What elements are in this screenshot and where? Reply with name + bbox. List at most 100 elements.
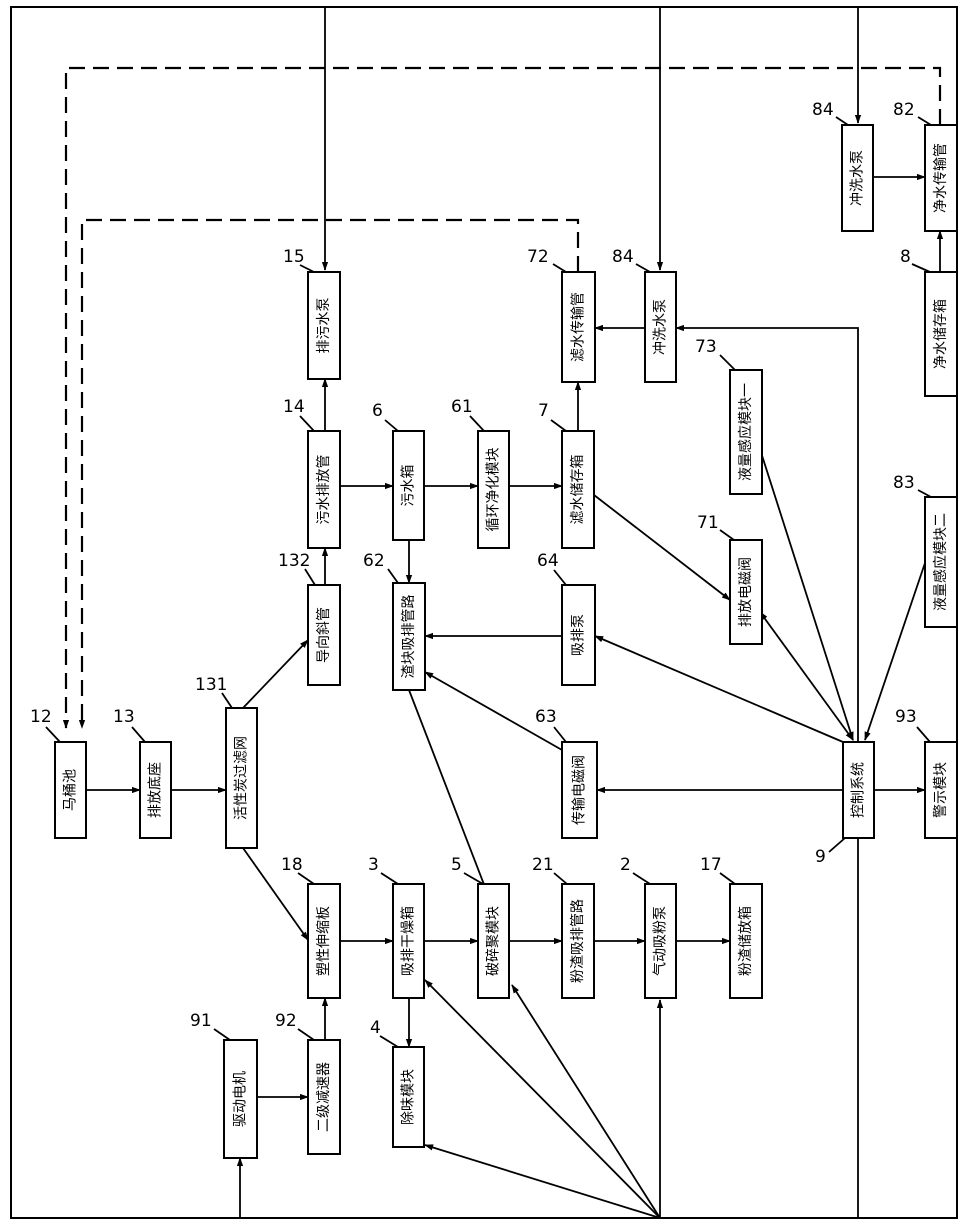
label-21: 粉渣吸排管路 <box>570 899 586 983</box>
line-fan-5 <box>512 985 660 1218</box>
number-5: 5 <box>451 855 462 875</box>
box-3-drying-box: 吸排干燥箱 3 <box>368 855 424 998</box>
number-6: 6 <box>372 401 383 421</box>
box-6-sewage-tank: 污水箱 6 <box>372 401 424 540</box>
box-4-deodor-module: 除味模块 4 <box>370 1018 424 1147</box>
label-82: 净水传输管 <box>933 143 949 213</box>
box-132-guide-pipe: 导向斜管 132 <box>278 551 340 685</box>
box-91-drive-motor: 驱动电机 91 <box>190 1011 257 1158</box>
box-93-alert-module: 警示模块 93 <box>895 707 957 838</box>
label-73: 液量感应模块一 <box>737 383 754 481</box>
box-131-carbon-filter: 活性炭过滤网 131 <box>195 675 257 848</box>
box-92-reducer: 二级减速器 92 <box>275 1011 340 1154</box>
box-17-powder-storage: 粉渣储放箱 17 <box>700 855 762 998</box>
label-8: 净水储存箱 <box>933 299 949 369</box>
label-64: 吸排泵 <box>571 614 587 656</box>
number-4: 4 <box>370 1018 381 1038</box>
box-82-clean-water-pipe: 净水传输管 82 <box>893 100 957 231</box>
label-91: 驱动电机 <box>233 1071 249 1127</box>
number-18: 18 <box>281 855 303 875</box>
label-9: 控制系统 <box>851 762 867 818</box>
label-7: 滤水储存箱 <box>570 455 586 525</box>
label-6: 污水箱 <box>401 465 417 507</box>
line-62-5 <box>409 690 490 900</box>
number-72: 72 <box>527 247 549 267</box>
line-131-132 <box>243 640 308 708</box>
outer-frame <box>11 7 957 1218</box>
box-15-sewage-pump: 排污水泵 15 <box>283 247 340 379</box>
number-2: 2 <box>620 855 631 875</box>
label-3: 吸排干燥箱 <box>401 906 417 976</box>
label-84b: 冲洗水泵 <box>653 299 669 355</box>
number-92: 92 <box>275 1011 297 1031</box>
box-63-transfer-valve: 传输电磁阀 63 <box>535 707 597 838</box>
number-14: 14 <box>283 397 305 417</box>
number-132: 132 <box>278 551 310 571</box>
number-21: 21 <box>532 855 554 875</box>
box-18-plastic-board: 塑性伸缩板 18 <box>281 855 340 998</box>
number-61: 61 <box>451 397 473 417</box>
box-71-discharge-valve: 排放电磁阀 71 <box>697 513 762 644</box>
label-15: 排污水泵 <box>316 298 332 354</box>
box-7-filtered-water-tank: 滤水储存箱 7 <box>538 401 594 548</box>
line-9-84b <box>676 328 858 742</box>
label-12: 马桶池 <box>63 769 79 811</box>
number-73: 73 <box>695 337 717 357</box>
box-61-circulation-module: 循环净化模块 61 <box>451 397 509 548</box>
label-5: 破碎聚模块 <box>486 906 502 976</box>
label-132: 导向斜管 <box>316 607 332 663</box>
number-3: 3 <box>368 855 379 875</box>
label-92: 二级减速器 <box>316 1062 332 1132</box>
line-9-64 <box>595 636 843 742</box>
number-71: 71 <box>697 513 719 533</box>
number-7: 7 <box>538 401 549 421</box>
label-84a: 冲洗水泵 <box>850 150 866 206</box>
line-73-9 <box>758 443 853 740</box>
label-63: 传输电磁阀 <box>572 755 588 825</box>
number-82: 82 <box>893 100 915 120</box>
box-14-sewage-pipe: 污水排放管 14 <box>283 397 340 548</box>
box-12-toilet-pool: 马桶池 12 <box>30 707 86 838</box>
box-8-clean-water-tank: 净水储存箱 8 <box>900 247 957 396</box>
label-61: 循环净化模块 <box>486 448 502 532</box>
box-9-control-system: 控制系统 9 <box>815 742 874 867</box>
box-72-filtered-water-pipe: 滤水传输管 72 <box>527 247 595 382</box>
number-13: 13 <box>113 707 135 727</box>
label-83: 液量感应模块二 <box>932 513 949 611</box>
label-14: 污水排放管 <box>316 455 332 525</box>
box-21-powder-pipe: 粉渣吸排管路 21 <box>532 855 594 998</box>
label-4: 除味模块 <box>401 1069 417 1125</box>
label-62: 渣块吸排管路 <box>401 595 417 679</box>
number-17: 17 <box>700 855 722 875</box>
number-64: 64 <box>537 551 559 571</box>
number-91: 91 <box>190 1011 212 1031</box>
number-83: 83 <box>893 473 915 493</box>
number-9: 9 <box>815 847 826 867</box>
number-12: 12 <box>30 707 52 727</box>
label-93: 警示模块 <box>933 762 949 818</box>
box-83-level-sensor-2: 液量感应模块二 83 <box>893 473 957 627</box>
box-73-level-sensor-1: 液量感应模块一 73 <box>695 337 762 494</box>
label-131: 活性炭过滤网 <box>234 736 250 820</box>
label-18: 塑性伸缩板 <box>316 906 332 976</box>
label-71: 排放电磁阀 <box>738 557 754 627</box>
number-63: 63 <box>535 707 557 727</box>
number-62: 62 <box>363 551 385 571</box>
label-2: 气动吸粉泵 <box>653 906 669 976</box>
label-13: 排放底座 <box>148 762 164 818</box>
box-64-suction-pump: 吸排泵 64 <box>537 551 595 685</box>
number-131: 131 <box>195 675 227 695</box>
number-84b: 84 <box>612 247 634 267</box>
number-8: 8 <box>900 247 911 267</box>
connections <box>11 7 957 1218</box>
line-top-to-84a <box>11 7 858 123</box>
number-84a: 84 <box>812 100 834 120</box>
box-2-pneumatic-pump: 气动吸粉泵 2 <box>620 855 676 998</box>
label-17: 粉渣储放箱 <box>738 906 754 976</box>
line-7-71 <box>594 495 730 600</box>
box-62-slag-suction-pipe: 渣块吸排管路 62 <box>363 551 425 690</box>
dashed-82-to-12 <box>66 68 940 728</box>
box-84a-flush-pump: 冲洗水泵 84 <box>812 100 873 231</box>
box-13-discharge-base: 排放底座 13 <box>113 707 171 838</box>
